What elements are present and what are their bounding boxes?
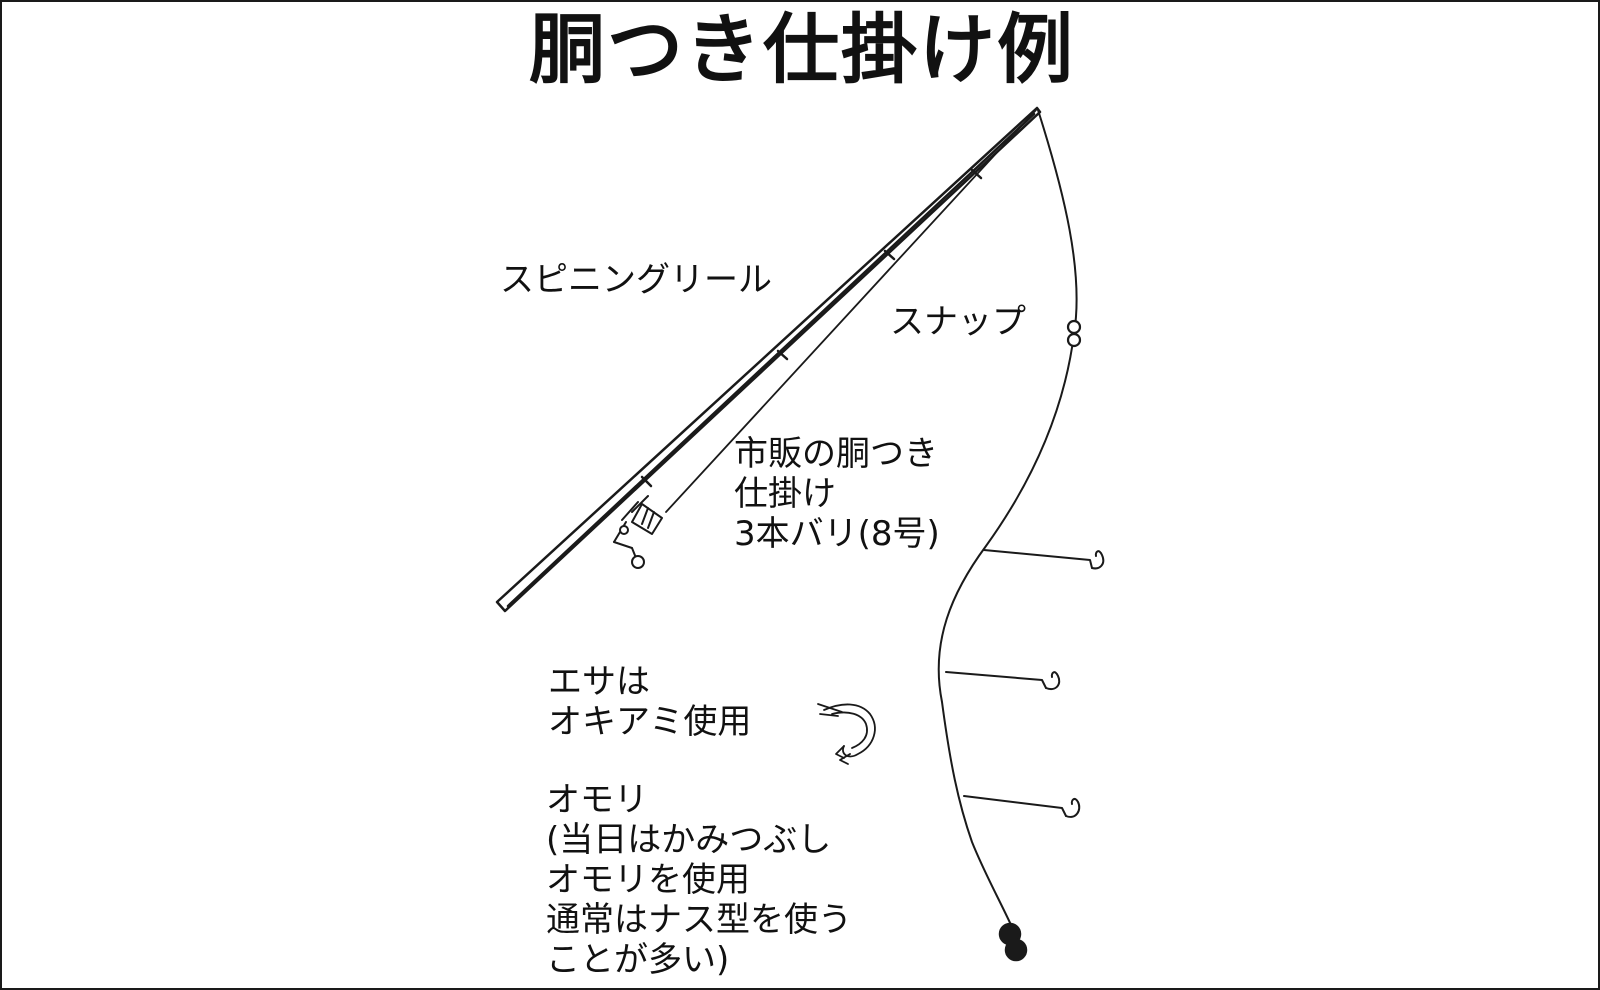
rod-joint bbox=[776, 349, 789, 361]
sinker-icon bbox=[998, 922, 1028, 962]
main-line bbox=[937, 109, 1078, 928]
sinker-text-line: 通常はナス型を使う bbox=[546, 900, 852, 940]
sinker-label: オモリ (当日はかみつぶし オモリを使用 通常はナス型を使う ことが多い) bbox=[546, 780, 852, 980]
hook-branch-1 bbox=[983, 549, 1105, 570]
rig-text-line: 仕掛け bbox=[734, 474, 836, 514]
rig-text-line: 市販の胴つき bbox=[734, 434, 938, 474]
rig-label: 市販の胴つき 仕掛け 3本バリ(8号) bbox=[734, 434, 940, 554]
spinning-reel-text: スピニングリール bbox=[500, 260, 772, 300]
spinning-reel-icon bbox=[613, 495, 663, 569]
sinker-text-line: オモリ bbox=[546, 780, 648, 820]
snap-text: スナップ bbox=[890, 302, 1026, 342]
bait-text-line: エサは bbox=[548, 662, 650, 702]
hook-branch-2 bbox=[945, 671, 1061, 690]
sinker-text-line: ことが多い) bbox=[546, 940, 730, 980]
rod-joint bbox=[640, 475, 653, 488]
rig-text-line: 3本バリ(8号) bbox=[734, 514, 940, 554]
krill-bait-icon bbox=[817, 703, 876, 765]
bait-label: エサは オキアミ使用 bbox=[548, 662, 751, 742]
bait-text-line: オキアミ使用 bbox=[548, 702, 752, 742]
snap-swivel-icon bbox=[1066, 319, 1082, 348]
reel-line bbox=[665, 109, 1037, 513]
snap-label: スナップ bbox=[890, 302, 1026, 342]
hook-branch-3 bbox=[963, 795, 1081, 818]
rod-joint bbox=[883, 249, 896, 261]
sinker-text-line: (当日はかみつぶし bbox=[546, 820, 832, 860]
spinning-reel-label: スピニングリール bbox=[500, 260, 772, 300]
sinker-text-line: オモリを使用 bbox=[546, 860, 750, 900]
page-title: 胴つき仕掛け例 bbox=[529, 5, 1075, 94]
